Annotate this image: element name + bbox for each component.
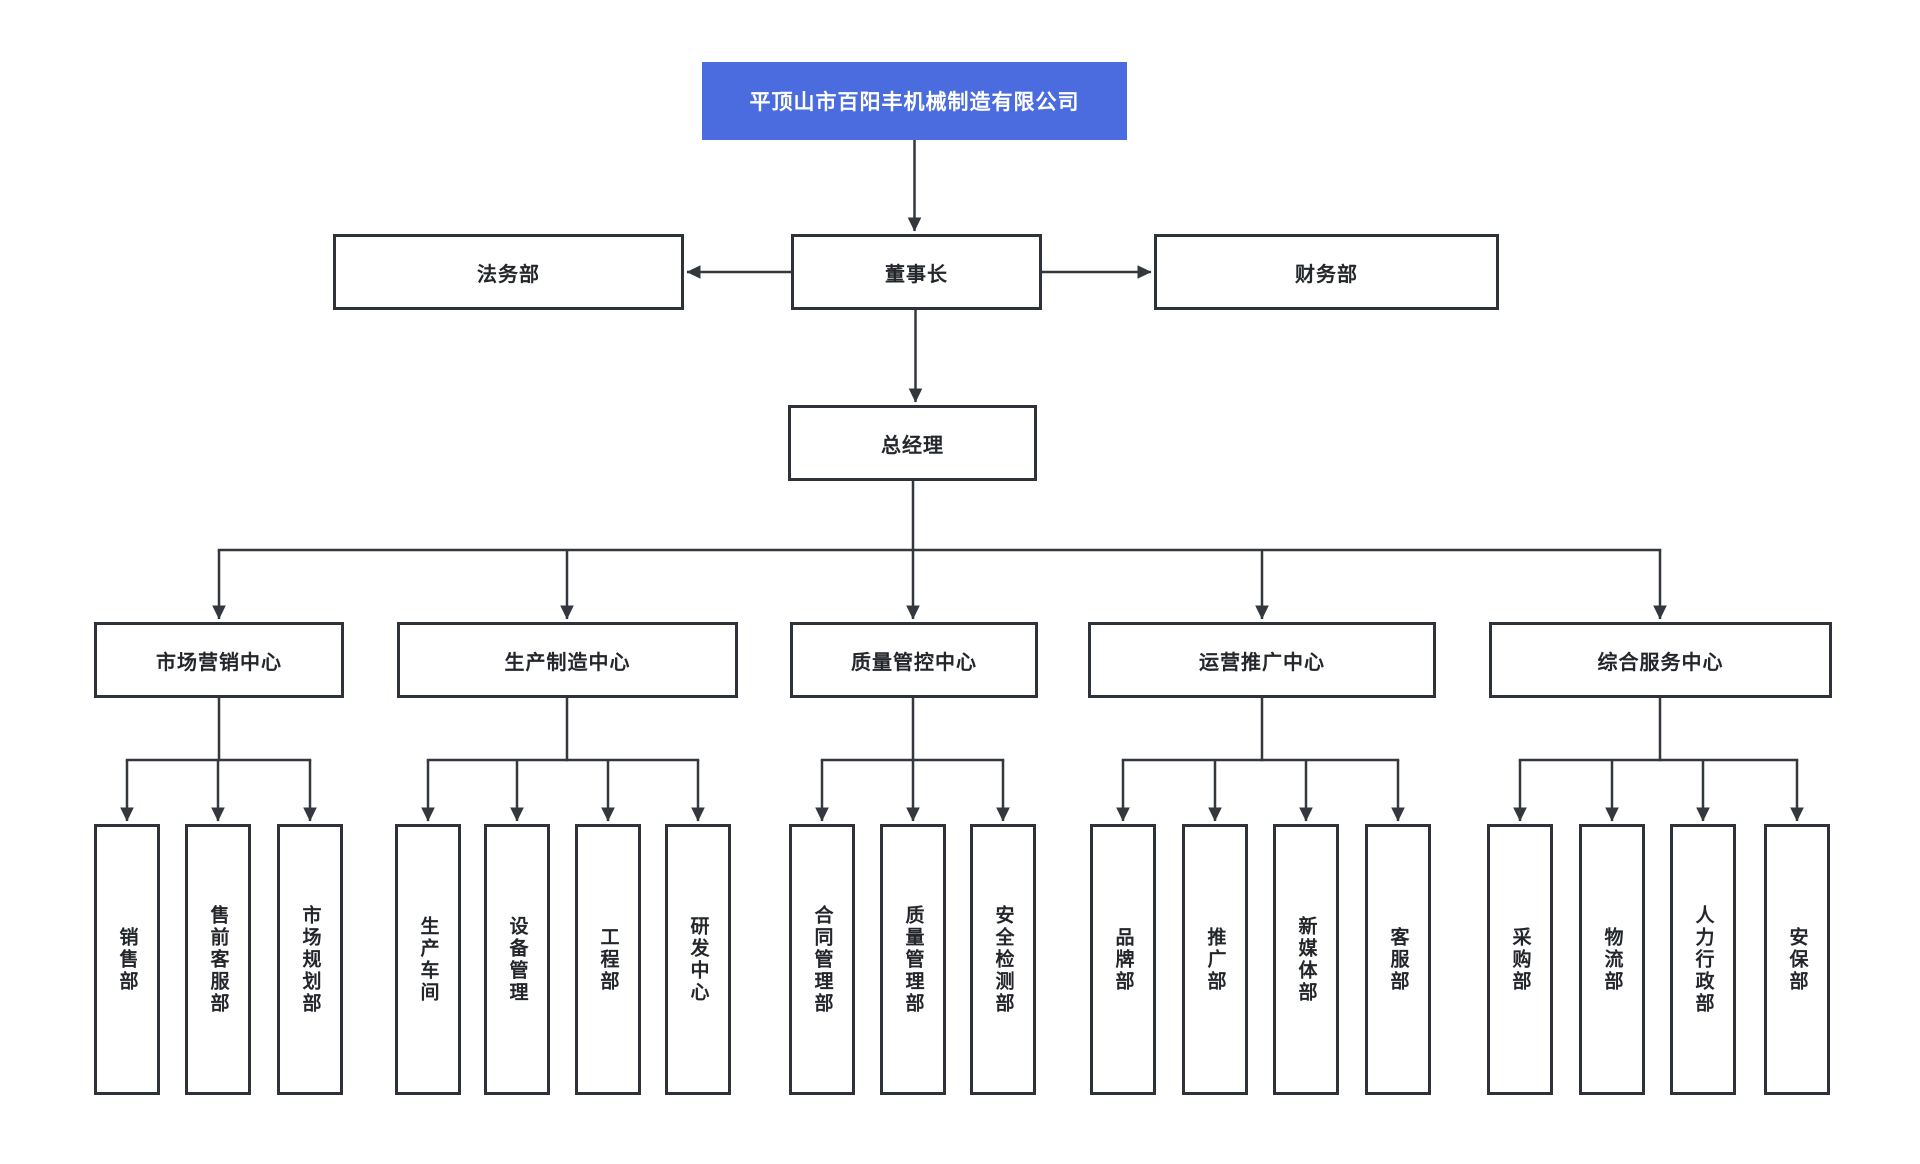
dept-label-purchasing: 采购部 (1509, 926, 1531, 993)
dept-box-new-media[interactable]: 新媒体部 (1273, 824, 1339, 1095)
general-manager-box[interactable]: 总经理 (788, 405, 1037, 481)
center-box-operations[interactable]: 运营推广中心 (1088, 622, 1436, 698)
center-label-services: 综合服务中心 (1597, 651, 1724, 674)
dept-box-market-planning[interactable]: 市场规划部 (277, 824, 343, 1095)
dept-label-quality-management: 质量管理部 (902, 904, 924, 1015)
finance-dept-label: 财务部 (1295, 263, 1358, 286)
legal-dept-box[interactable]: 法务部 (333, 234, 684, 310)
dept-label-security: 安保部 (1786, 926, 1808, 993)
dept-box-contract-management[interactable]: 合同管理部 (789, 824, 855, 1095)
dept-box-security[interactable]: 安保部 (1764, 824, 1830, 1095)
center-label-marketing: 市场营销中心 (156, 651, 282, 674)
chairman-box[interactable]: 董事长 (791, 234, 1042, 310)
dept-label-new-media: 新媒体部 (1295, 915, 1317, 1004)
dept-box-customer-service[interactable]: 客服部 (1365, 824, 1431, 1095)
dept-box-production-workshop[interactable]: 生产车间 (395, 824, 461, 1095)
center-label-production: 生产制造中心 (504, 651, 631, 674)
dept-label-contract-management: 合同管理部 (811, 904, 833, 1015)
dept-box-presales-service[interactable]: 售前客服部 (185, 824, 251, 1095)
center-box-quality[interactable]: 质量管控中心 (790, 622, 1038, 698)
dept-label-promotion: 推广部 (1204, 926, 1226, 993)
dept-box-logistics[interactable]: 物流部 (1579, 824, 1645, 1095)
dept-label-sales: 销售部 (116, 926, 138, 993)
dept-label-safety-inspection: 安全检测部 (992, 904, 1014, 1015)
dept-box-sales[interactable]: 销售部 (94, 824, 160, 1095)
dept-box-equipment-management[interactable]: 设备管理 (484, 824, 550, 1095)
dept-label-hr-admin: 人力行政部 (1692, 904, 1714, 1015)
center-box-marketing[interactable]: 市场营销中心 (94, 622, 344, 698)
dept-label-market-planning: 市场规划部 (299, 904, 321, 1015)
dept-label-logistics: 物流部 (1601, 926, 1623, 993)
dept-label-presales-service: 售前客服部 (207, 904, 229, 1015)
company-root-box[interactable]: 平顶山市百阳丰机械制造有限公司 (702, 62, 1127, 140)
dept-box-brand[interactable]: 品牌部 (1090, 824, 1156, 1095)
dept-label-rnd-center: 研发中心 (687, 915, 709, 1004)
dept-label-production-workshop: 生产车间 (417, 915, 439, 1004)
dept-label-customer-service: 客服部 (1387, 926, 1409, 993)
dept-box-quality-management[interactable]: 质量管理部 (880, 824, 946, 1095)
center-box-services[interactable]: 综合服务中心 (1489, 622, 1832, 698)
dept-box-safety-inspection[interactable]: 安全检测部 (970, 824, 1036, 1095)
center-box-production[interactable]: 生产制造中心 (397, 622, 738, 698)
dept-label-engineering: 工程部 (597, 926, 619, 993)
chairman-label: 董事长 (885, 263, 948, 286)
legal-dept-label: 法务部 (477, 263, 540, 286)
company-root-label: 平顶山市百阳丰机械制造有限公司 (749, 91, 1080, 114)
dept-box-hr-admin[interactable]: 人力行政部 (1670, 824, 1736, 1095)
general-manager-label: 总经理 (881, 434, 944, 457)
dept-box-rnd-center[interactable]: 研发中心 (665, 824, 731, 1095)
dept-label-brand: 品牌部 (1112, 926, 1134, 993)
dept-box-purchasing[interactable]: 采购部 (1487, 824, 1553, 1095)
center-label-quality: 质量管控中心 (851, 651, 977, 674)
dept-label-equipment-management: 设备管理 (506, 915, 528, 1004)
dept-box-engineering[interactable]: 工程部 (575, 824, 641, 1095)
center-label-operations: 运营推广中心 (1199, 651, 1325, 674)
dept-box-promotion[interactable]: 推广部 (1182, 824, 1248, 1095)
finance-dept-box[interactable]: 财务部 (1154, 234, 1499, 310)
